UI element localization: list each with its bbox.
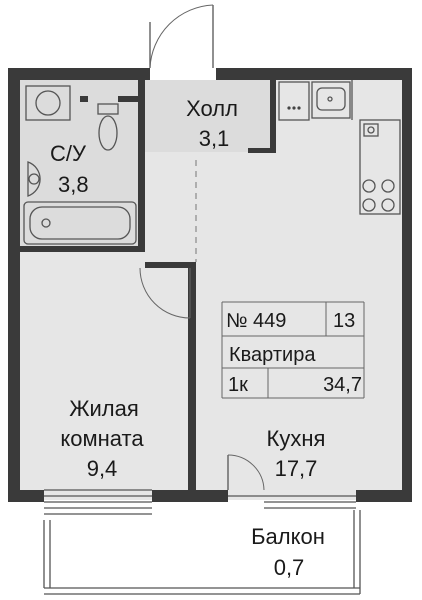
hall-floor xyxy=(142,80,272,152)
bathroom-area: 3,8 xyxy=(58,172,89,197)
exterior-walls xyxy=(8,68,412,502)
balcony-railing xyxy=(43,510,361,595)
living-room-area: 9,4 xyxy=(87,456,118,481)
hall-area: 3,1 xyxy=(199,126,230,151)
living-room-name-line1: Жилая xyxy=(69,396,139,421)
balcony-name: Балкон xyxy=(251,524,325,549)
living-room-name-line2: комната xyxy=(60,426,144,451)
bathroom-name: С/У xyxy=(50,141,87,166)
entrance-door xyxy=(149,4,216,80)
total-area: 34,7 xyxy=(323,374,362,396)
living-room-window xyxy=(44,489,152,515)
apartment-type: Квартира xyxy=(229,344,316,366)
floor-number: 13 xyxy=(333,310,355,332)
kitchen-name: Кухня xyxy=(267,426,326,451)
bathroom-fixtures xyxy=(23,85,137,245)
kitchen-area: 17,7 xyxy=(275,456,318,481)
balcony-floor xyxy=(44,500,360,592)
hall-name: Холл xyxy=(186,96,238,121)
apartment-number: № 449 xyxy=(226,310,286,332)
balcony-area: 0,7 xyxy=(274,555,305,580)
kitchen-fixtures xyxy=(278,80,401,215)
living-room-door xyxy=(139,267,191,319)
balcony-door xyxy=(227,454,356,509)
info-box: № 449 13 Квартира 1к 34,7 xyxy=(221,301,365,399)
room-count: 1к xyxy=(228,374,248,396)
interior-walls xyxy=(20,80,276,500)
